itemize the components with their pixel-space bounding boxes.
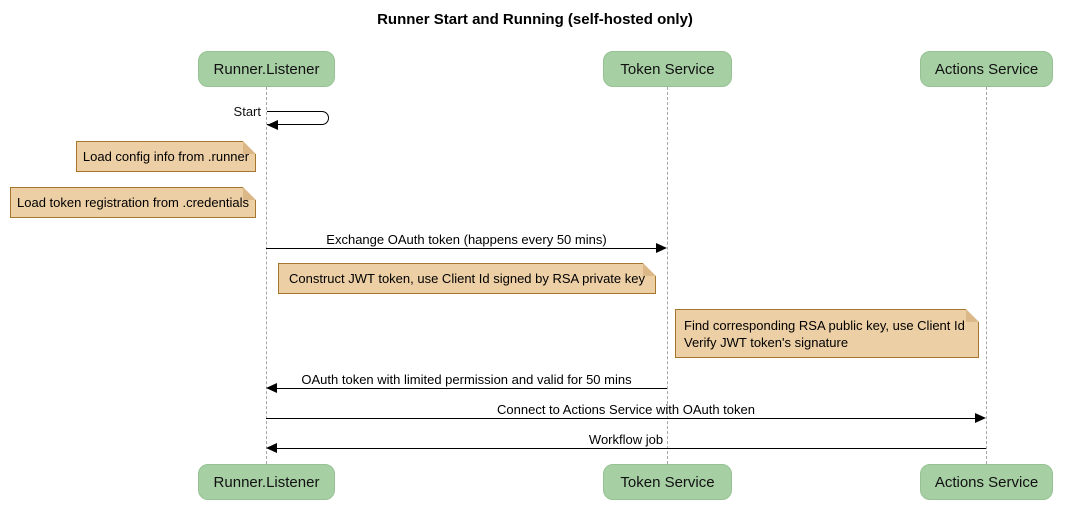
lifeline-token-service <box>667 87 668 464</box>
note-text: Load config info from .runner <box>82 149 250 164</box>
message-label-exchange-oauth: Exchange OAuth token (happens every 50 m… <box>326 232 607 247</box>
note-load-token-registration: Load token registration from .credential… <box>10 187 256 218</box>
note-construct-jwt: Construct JWT token, use Client Id signe… <box>278 263 656 294</box>
message-label-oauth-token-returned: OAuth token with limited permission and … <box>301 372 632 387</box>
message-arrowhead-icon <box>656 243 667 253</box>
lifeline-actions-service <box>986 87 987 464</box>
participant-token-service-bottom: Token Service <box>603 464 732 500</box>
note-text: Load token registration from .credential… <box>17 195 249 210</box>
participant-label: Actions Service <box>934 60 1039 78</box>
participant-label: Actions Service <box>934 473 1039 491</box>
participant-runner-listener-bottom: Runner.Listener <box>198 464 335 500</box>
self-message-loop-arrow <box>267 111 329 125</box>
self-message-arrowhead-icon <box>267 120 278 130</box>
participant-label: Runner.Listener <box>213 473 320 491</box>
message-arrowhead-icon <box>266 443 277 453</box>
participant-label: Token Service <box>620 60 715 78</box>
participant-actions-service-bottom: Actions Service <box>920 464 1053 500</box>
message-line-connect-actions <box>266 418 975 419</box>
note-text-line1: Find corresponding RSA public key, use C… <box>684 317 965 333</box>
participant-actions-service-top: Actions Service <box>920 51 1053 87</box>
message-label-workflow-job: Workflow job <box>588 432 664 447</box>
note-load-config: Load config info from .runner <box>76 141 256 172</box>
participant-label: Token Service <box>620 473 715 491</box>
participant-label: Runner.Listener <box>213 60 320 78</box>
message-line-exchange-oauth <box>266 248 656 249</box>
diagram-title: Runner Start and Running (self-hosted on… <box>377 11 693 28</box>
message-line-workflow-job <box>277 448 986 449</box>
note-text: Construct JWT token, use Client Id signe… <box>289 271 645 286</box>
message-arrowhead-icon <box>975 413 986 423</box>
note-text-line2: Verify JWT token's signature <box>684 334 849 350</box>
participant-token-service-top: Token Service <box>603 51 732 87</box>
message-line-oauth-token-returned <box>277 388 667 389</box>
note-verify-jwt: Find corresponding RSA public key, use C… <box>675 309 979 358</box>
message-label-connect-actions: Connect to Actions Service with OAuth to… <box>497 402 755 417</box>
self-message-start-label: Start <box>233 104 261 119</box>
lifeline-runner-listener <box>266 87 267 464</box>
message-arrowhead-icon <box>266 383 277 393</box>
participant-runner-listener-top: Runner.Listener <box>198 51 335 87</box>
